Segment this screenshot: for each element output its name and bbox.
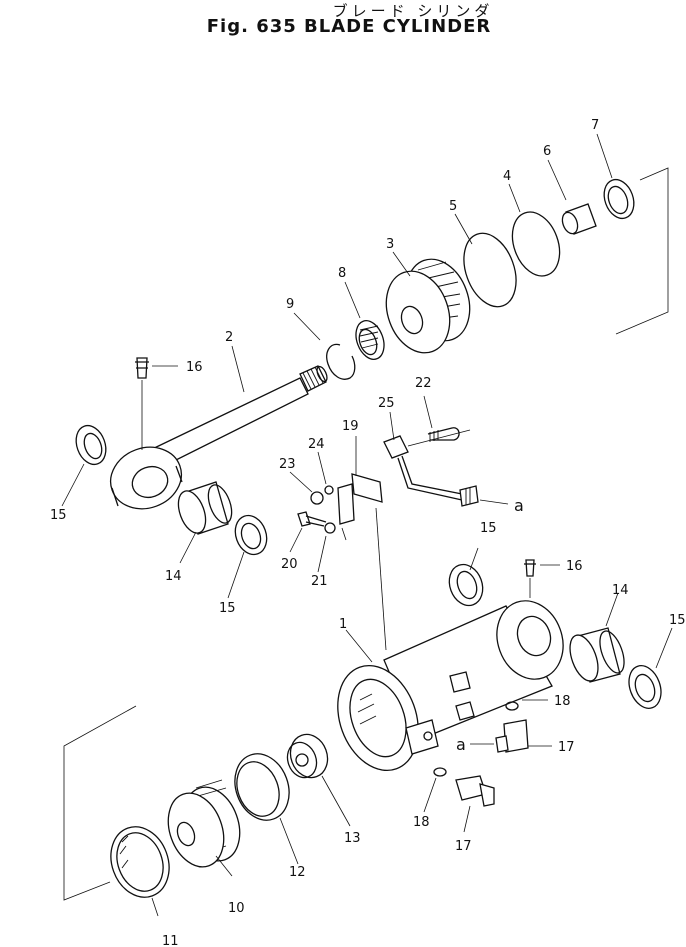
o-ring [463, 232, 517, 308]
callout-15-rod-right: 15 [219, 601, 236, 616]
assembly-bracket-line [615, 167, 669, 335]
callout-4: 4 [503, 169, 511, 184]
dust-seal-tube [448, 563, 484, 607]
pipe-clamp-bracket [337, 473, 383, 541]
callout-8: 8 [338, 266, 346, 281]
leader-lines [61, 133, 673, 917]
callout-14-rod: 14 [165, 569, 182, 584]
piston [167, 779, 241, 868]
bushing-rod-end [177, 481, 233, 535]
callout-6: 6 [543, 144, 551, 159]
bushing-bottom-end [569, 627, 625, 683]
callout-1: 1 [339, 617, 347, 632]
dust-seal-rod-end [75, 424, 107, 466]
callout-9: 9 [286, 297, 294, 312]
snap-ring [326, 343, 356, 380]
lube-pipe [383, 429, 509, 507]
wear-ring [234, 753, 290, 821]
bushing [355, 320, 385, 360]
callout-23: 23 [279, 457, 296, 472]
callout-15-bottom: 15 [669, 613, 686, 628]
assembly-bracket-line-left [63, 705, 137, 901]
callout-20: 20 [281, 557, 298, 572]
callout-15-tube: 15 [480, 521, 497, 536]
piston-rod [109, 365, 328, 510]
callout-7: 7 [591, 118, 599, 133]
callout-a-pipe: a [514, 496, 524, 515]
callout-13: 13 [344, 831, 361, 846]
dust-seal-rod-end-2 [234, 514, 268, 556]
callout-14-bottom: 14 [612, 583, 629, 598]
nut [310, 491, 324, 505]
callout-16-bottom: 16 [566, 559, 583, 574]
callout-3: 3 [386, 237, 394, 252]
callout-10: 10 [228, 901, 245, 916]
callout-5: 5 [449, 199, 457, 214]
callout-11: 11 [162, 934, 179, 947]
callout-24: 24 [308, 437, 325, 452]
o-ring-elbow-2 [433, 767, 447, 777]
bracket-to-cylinder-line [375, 507, 387, 651]
callout-21: 21 [311, 574, 328, 589]
dust-seal-bottom-end [628, 665, 662, 709]
dust-seal [603, 178, 635, 220]
bushing-head [561, 203, 597, 235]
washer [324, 522, 336, 534]
callout-2: 2 [225, 330, 233, 345]
callout-19: 19 [342, 419, 359, 434]
backup-ring [511, 211, 561, 277]
callout-17-right: 17 [558, 740, 575, 755]
cylinder-head [385, 258, 471, 354]
callout-a-elbow: a [456, 735, 466, 754]
callout-12: 12 [289, 865, 306, 880]
elbow-fitting [470, 719, 529, 753]
callout-18-right: 18 [554, 694, 571, 709]
callout-22: 22 [415, 376, 432, 391]
lock-washer [324, 485, 334, 495]
elbow-fitting-2 [455, 775, 495, 807]
gland-seal-ring [110, 826, 170, 898]
callout-25: 25 [378, 396, 395, 411]
u-bolt [427, 427, 460, 442]
cylinder-tube [337, 600, 564, 772]
callout-labels: 1 2 3 4 5 6 7 8 9 10 11 12 13 14 14 15 1… [50, 118, 686, 947]
callout-16-rod: 16 [186, 360, 203, 375]
figure-title-japanese: ブレード シリンダ [332, 2, 494, 20]
callout-15-rod-left: 15 [50, 508, 67, 523]
figure-title: Fig. 635 BLADE CYLINDER [206, 16, 492, 37]
callout-17-bottom: 17 [455, 839, 472, 854]
grease-fitting-rod [135, 357, 149, 450]
nut-piston [286, 733, 329, 779]
grease-fitting-bottom [524, 559, 536, 598]
o-ring-elbow [505, 701, 519, 711]
callout-18-bottom: 18 [413, 815, 430, 830]
bolt [297, 511, 327, 527]
